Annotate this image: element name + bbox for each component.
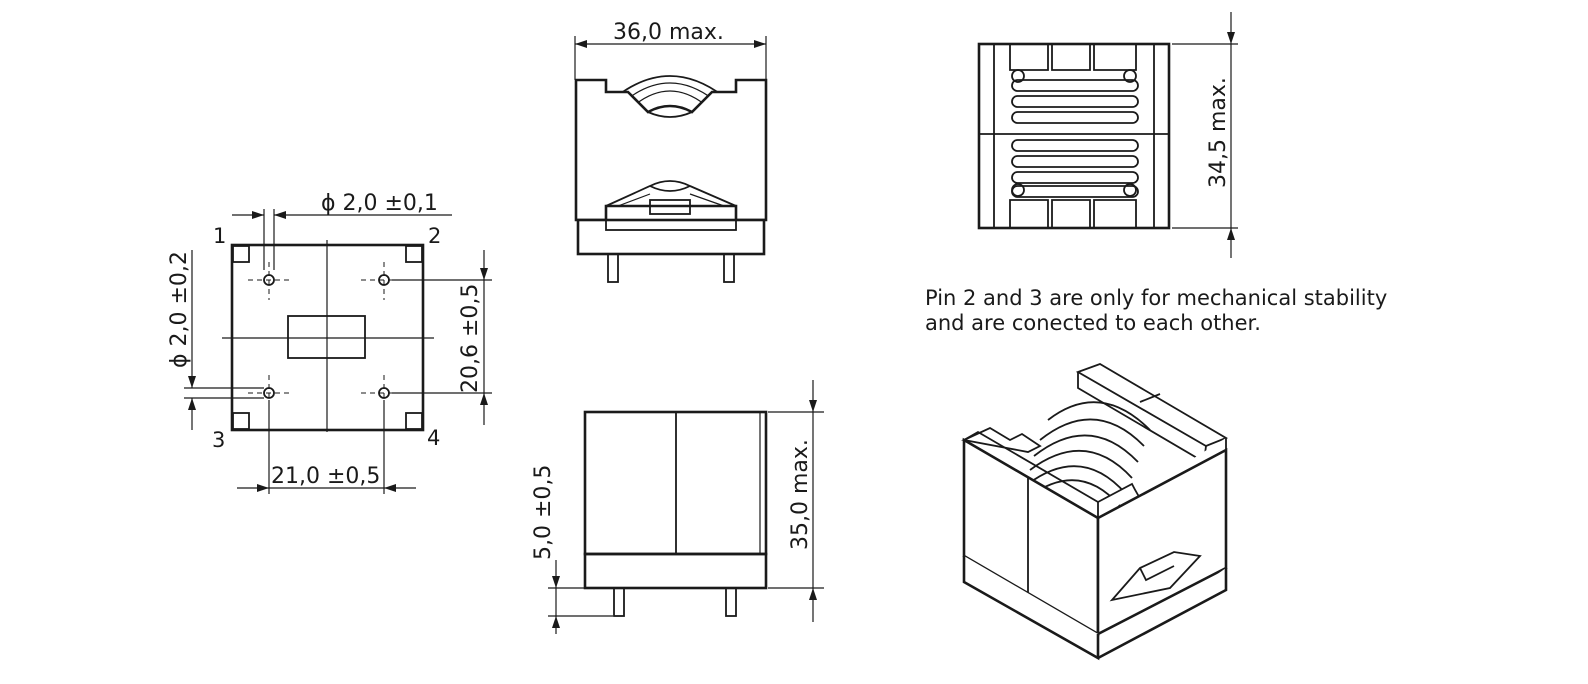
front-view-base bbox=[576, 218, 766, 256]
isometric-view bbox=[961, 363, 1229, 661]
dim-hole-diameter-h: ϕ 2,0 ±0,1 bbox=[321, 191, 438, 216]
dim-pitch-horizontal: 21,0 ±0,5 bbox=[271, 464, 380, 489]
lower-view: 5,0 ±0,5 35,0 max. bbox=[531, 380, 824, 634]
lower-pin-right bbox=[725, 587, 737, 617]
side-view-outline bbox=[977, 42, 1171, 230]
corner-pad-4 bbox=[405, 412, 423, 430]
note-line-1: Pin 2 and 3 are only for mechanical stab… bbox=[925, 286, 1387, 310]
pin-label-4: 4 bbox=[427, 426, 440, 450]
bottom-view: 1 2 3 4 ϕ 2,0 ±0,1 ϕ 2,0 ±0,2 20,6 ±0,5 bbox=[167, 191, 492, 494]
dim-pin-length: 5,0 ±0,5 bbox=[531, 465, 556, 560]
pin-label-3: 3 bbox=[212, 428, 225, 452]
front-pin-right bbox=[723, 253, 735, 283]
lower-view-base bbox=[583, 552, 768, 590]
pin-label-1: 1 bbox=[213, 224, 226, 248]
dim-side-height: 34,5 max. bbox=[1206, 77, 1231, 188]
dim-hole-diameter-v: ϕ 2,0 ±0,2 bbox=[167, 251, 192, 368]
front-view: 36,0 max. bbox=[574, 20, 768, 283]
pin-label-2: 2 bbox=[428, 224, 441, 248]
dim-lower-height: 35,0 max. bbox=[788, 439, 813, 550]
dim-pitch-vertical: 20,6 ±0,5 bbox=[458, 284, 483, 393]
coil-windings bbox=[1011, 79, 1139, 198]
note-line-2: and are conected to each other. bbox=[925, 311, 1261, 335]
dim-front-width: 36,0 max. bbox=[613, 20, 724, 45]
corner-pad-2 bbox=[405, 245, 423, 263]
side-view: 34,5 max. bbox=[977, 12, 1238, 258]
corner-pad-1 bbox=[232, 245, 250, 263]
corner-pad-3 bbox=[232, 412, 250, 430]
front-pin-left bbox=[607, 253, 619, 283]
lower-pin-left bbox=[613, 587, 625, 617]
